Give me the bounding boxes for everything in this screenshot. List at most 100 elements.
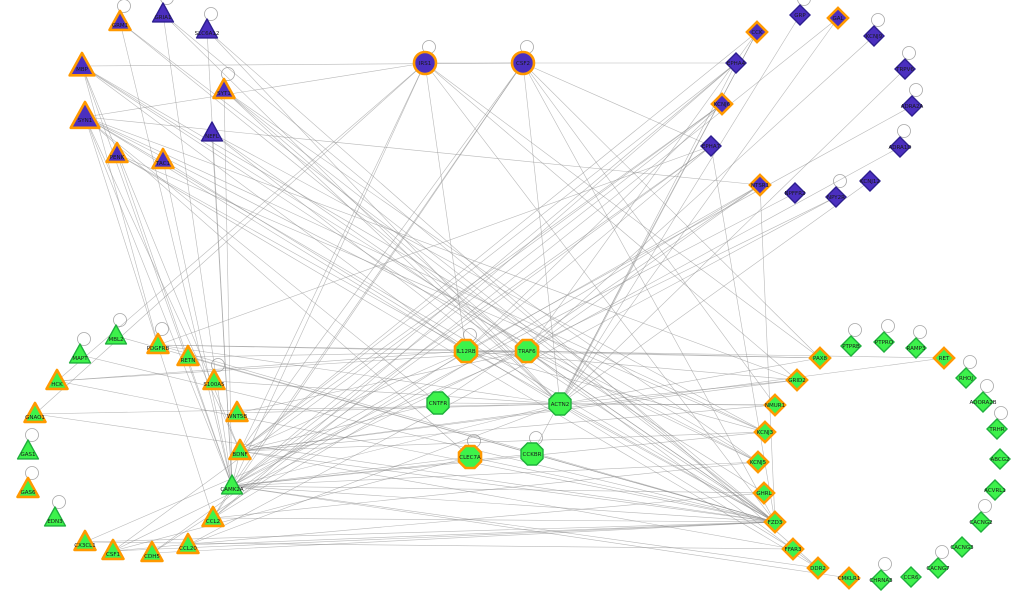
node-TRAF6[interactable]: TRAF6 bbox=[514, 338, 540, 364]
triangle-shape bbox=[195, 18, 219, 39]
edge-CSF2-EPHA7 bbox=[522, 62, 712, 147]
node-CACNG2[interactable]: CACNG2 bbox=[969, 511, 993, 533]
diamond-shape bbox=[932, 346, 956, 370]
node-CMKLR1[interactable]: CMKLR1 bbox=[837, 566, 861, 590]
edge-MBP-GHRL bbox=[81, 65, 765, 494]
node-RAMP3[interactable]: RAMP3 bbox=[905, 337, 927, 359]
edge-FZD3-PDGFRB bbox=[157, 344, 776, 523]
node-NMUR1[interactable]: NMUR1 bbox=[763, 393, 787, 417]
node-MBP[interactable]: MBP bbox=[68, 51, 96, 77]
node-PENK[interactable]: PENK bbox=[105, 141, 129, 164]
edge-CAMK2A-ACTN2 bbox=[231, 403, 561, 487]
circle-shape bbox=[412, 50, 438, 76]
node-CLEC7A[interactable]: CLEC7A bbox=[457, 444, 483, 470]
node-PDGFRB[interactable]: PDGFRB bbox=[146, 332, 170, 355]
node-layer: GRM1GRIA1SLC6A12MBPSYT1SYN1NEFLPENKTAC1I… bbox=[16, 2, 1011, 591]
node-PTPRO[interactable]: PTPRO bbox=[873, 331, 895, 353]
diamond-shape bbox=[840, 335, 862, 357]
diamond-shape bbox=[986, 418, 1008, 440]
node-ACVRL1[interactable]: ACVRL1 bbox=[984, 479, 1006, 501]
node-MAPT[interactable]: MAPT bbox=[68, 343, 92, 364]
node-EDN3[interactable]: EDN3 bbox=[43, 506, 67, 527]
node-GAL[interactable]: GAL bbox=[826, 6, 850, 30]
edge-FZD3-CCL20 bbox=[187, 521, 776, 546]
edge-BDNF-KCNJ3 bbox=[239, 431, 766, 452]
diamond-shape bbox=[870, 569, 892, 591]
node-IL12RB[interactable]: IL12RB bbox=[453, 338, 479, 364]
node-CX3CL1[interactable]: CX3CL1 bbox=[73, 529, 97, 552]
node-RET[interactable]: RET bbox=[932, 346, 956, 370]
node-IRS1[interactable]: IRS1 bbox=[412, 50, 438, 76]
edge-GHRL-CSF1 bbox=[112, 492, 765, 552]
node-CACNG3[interactable]: CACNG3 bbox=[950, 536, 974, 558]
node-CCKBR[interactable]: CCKBR bbox=[520, 442, 544, 466]
node-TRHR[interactable]: TRHR bbox=[986, 418, 1008, 440]
node-NEFL[interactable]: NEFL bbox=[200, 121, 224, 142]
node-NTSR1[interactable]: NTSR1 bbox=[748, 173, 772, 197]
diamond-shape bbox=[955, 367, 977, 389]
node-ADORA2B[interactable]: ADORA2B bbox=[970, 391, 997, 413]
self-loop-layer bbox=[25, 0, 1008, 571]
node-GNAO1[interactable]: GNAO1 bbox=[23, 401, 47, 424]
node-SLC6A12[interactable]: SLC6A12 bbox=[195, 18, 220, 39]
node-NPFFR2[interactable]: NPFFR2 bbox=[784, 182, 806, 204]
node-CCR6[interactable]: CCR6 bbox=[900, 566, 922, 588]
edge-BDNF-MBP bbox=[81, 65, 241, 452]
edge-FZD3-HCK bbox=[56, 380, 776, 523]
node-FFAR3[interactable]: FFAR3 bbox=[781, 537, 805, 561]
edge-CNTFR-NTSR1 bbox=[437, 184, 761, 404]
node-ACTN2[interactable]: ACTN2 bbox=[548, 392, 572, 416]
node-PTPRB[interactable]: PTPRB bbox=[840, 335, 862, 357]
node-GRID2[interactable]: GRID2 bbox=[785, 368, 809, 392]
edge-PDGFRB-EPHA7 bbox=[157, 145, 712, 346]
node-EPHA4[interactable]: EPHA4 bbox=[725, 52, 747, 74]
node-NPY2R[interactable]: NPY2R bbox=[825, 186, 847, 208]
edge-NEFL-KCNJ3 bbox=[211, 132, 766, 433]
node-CNTFR[interactable]: CNTFR bbox=[426, 391, 450, 415]
node-CCK[interactable]: CCK bbox=[745, 20, 769, 44]
edge-CAMK2A-CLEC7A bbox=[231, 456, 471, 487]
edge-EPHA7-CDH5 bbox=[151, 145, 712, 554]
node-SYT1[interactable]: SYT1 bbox=[212, 77, 236, 100]
node-GRP[interactable]: GRP bbox=[789, 4, 811, 26]
edge-FZD3-ACTN2 bbox=[559, 403, 776, 523]
self-loop-NPY2R bbox=[833, 174, 847, 188]
self-loop-CACNG7 bbox=[935, 545, 949, 559]
node-KCNJ12[interactable]: KCNJ12 bbox=[859, 170, 881, 192]
node-DDR2[interactable]: DDR2 bbox=[806, 556, 830, 580]
edge-FZD3-IRS1 bbox=[424, 62, 776, 523]
node-KCNJ3[interactable]: KCNJ3 bbox=[753, 420, 777, 444]
edge-ACTN2-GNAO1 bbox=[34, 403, 561, 415]
node-SYN1[interactable]: SYN1 bbox=[69, 100, 101, 130]
node-CSF1[interactable]: CSF1 bbox=[101, 538, 125, 561]
node-GAS1[interactable]: GAS1 bbox=[16, 439, 40, 460]
node-KCNJ5[interactable]: KCNJ5 bbox=[746, 450, 770, 474]
edge-BDNF-NMUR1 bbox=[239, 404, 776, 452]
node-FZD3[interactable]: FZD3 bbox=[763, 510, 787, 534]
node-HCK[interactable]: HCK bbox=[45, 368, 69, 391]
node-ABCG2[interactable]: ABCG2 bbox=[989, 448, 1011, 470]
self-loop-PDGFRB bbox=[155, 322, 169, 336]
self-loop-GAS1 bbox=[25, 428, 39, 442]
node-GRIA1[interactable]: GRIA1 bbox=[151, 2, 175, 23]
node-GRM1[interactable]: GRM1 bbox=[108, 9, 132, 32]
edge-FZD3-TRAF6 bbox=[526, 350, 776, 523]
node-EPHA7[interactable]: EPHA7 bbox=[700, 135, 722, 157]
node-RHOJ[interactable]: RHOJ bbox=[955, 367, 977, 389]
node-ADRA1D[interactable]: ADRA1D bbox=[888, 136, 912, 158]
node-CHRNA3[interactable]: CHRNA3 bbox=[869, 569, 893, 591]
node-CACNG7[interactable]: CACNG7 bbox=[926, 557, 950, 579]
node-GAS6[interactable]: GAS6 bbox=[16, 476, 40, 499]
node-ADRA2A[interactable]: ADRA2A bbox=[901, 95, 924, 117]
edge-ACTN2-S100A5 bbox=[213, 380, 561, 405]
node-CCL2[interactable]: CCL2 bbox=[201, 505, 225, 528]
edge-SYN1-NTSR1 bbox=[84, 116, 761, 186]
diamond-shape bbox=[905, 337, 927, 359]
edge-FZD3-RETN bbox=[187, 356, 776, 523]
node-CSF2[interactable]: CSF2 bbox=[510, 50, 536, 76]
node-CDH5[interactable]: CDH5 bbox=[140, 540, 164, 563]
node-KCNJ9[interactable]: KCNJ9 bbox=[863, 25, 885, 47]
diamond-shape bbox=[781, 537, 805, 561]
edge-FFAR3-CX3CL1 bbox=[84, 541, 794, 550]
edge-FZD3-SYT1 bbox=[223, 89, 776, 523]
